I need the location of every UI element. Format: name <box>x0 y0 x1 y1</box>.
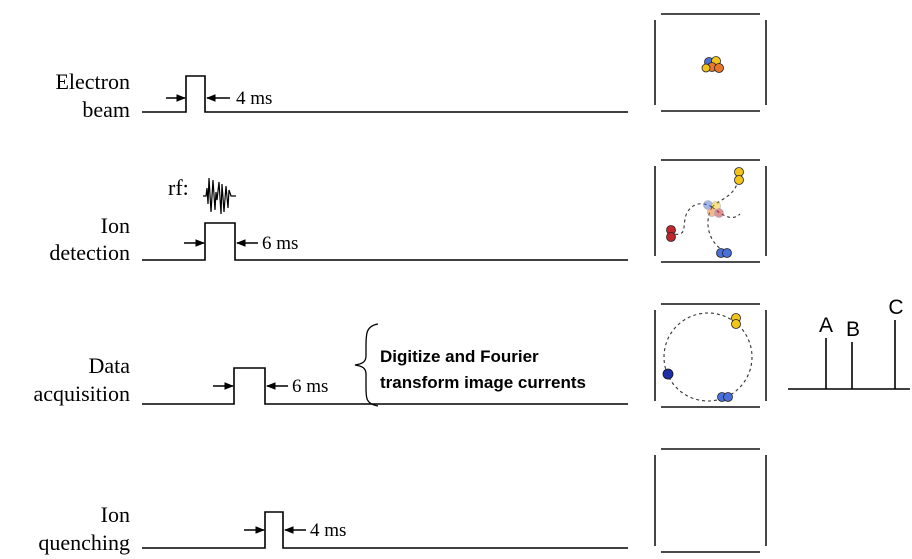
rf-label: rf: <box>168 175 189 200</box>
pulse-trace <box>142 75 628 113</box>
spiral-orbit <box>671 203 713 235</box>
peak-label: B <box>846 318 860 341</box>
ion-blue <box>722 248 732 258</box>
row-electron-beam: Electron beam 4 ms <box>55 69 628 122</box>
ion-cloud-faded <box>703 200 724 218</box>
curly-brace <box>354 323 379 407</box>
row-ion-quenching: Ion quenching 4 ms <box>38 502 628 555</box>
duration-label: 6 ms <box>292 376 328 397</box>
ion-red <box>666 232 676 242</box>
peak-label: A <box>819 314 833 337</box>
row-label-line2: acquisition <box>33 381 130 406</box>
note-line2: transform image currents <box>380 373 586 392</box>
row-label-line2: beam <box>82 97 130 122</box>
ion-orange <box>714 63 724 73</box>
mass-spectrum: A B C <box>788 296 910 390</box>
ion-cloud <box>701 56 724 73</box>
cell-panel-4 <box>654 448 767 553</box>
duration-label: 4 ms <box>310 520 346 541</box>
ion-yellow <box>734 175 744 185</box>
duration-label: 4 ms <box>236 88 272 109</box>
row-label-line1: Ion <box>101 213 130 238</box>
pulse-trace <box>142 367 628 405</box>
peak-label: C <box>888 296 903 319</box>
cyclotron-orbit <box>663 312 753 402</box>
pulse-trace <box>142 511 628 549</box>
spiral-orbit <box>711 179 739 208</box>
row-label-line1: Data <box>88 353 130 378</box>
rf-waveform <box>203 177 236 215</box>
row-label-line1: Ion <box>101 502 130 527</box>
cell-panel-1 <box>654 13 767 112</box>
row-data-acquisition: Data acquisition 6 ms Digitize and Fouri… <box>33 323 628 407</box>
cell-panel-3 <box>654 303 767 408</box>
note-line1: Digitize and Fourier <box>380 347 539 366</box>
row-ion-detection: Ion detection rf: 6 ms <box>49 175 628 265</box>
row-label-line2: detection <box>49 240 130 265</box>
duration-label: 6 ms <box>262 233 298 254</box>
ion-yellow <box>731 319 741 329</box>
ion-yellow <box>701 63 711 73</box>
spiral-orbit <box>707 206 723 251</box>
ion-blue <box>723 392 733 402</box>
row-label-line1: Electron <box>55 69 130 94</box>
cell-panel-2 <box>654 159 767 263</box>
pulse-trace <box>142 222 628 261</box>
ion-dark-blue <box>662 368 674 380</box>
row-label-line2: quenching <box>38 530 130 555</box>
